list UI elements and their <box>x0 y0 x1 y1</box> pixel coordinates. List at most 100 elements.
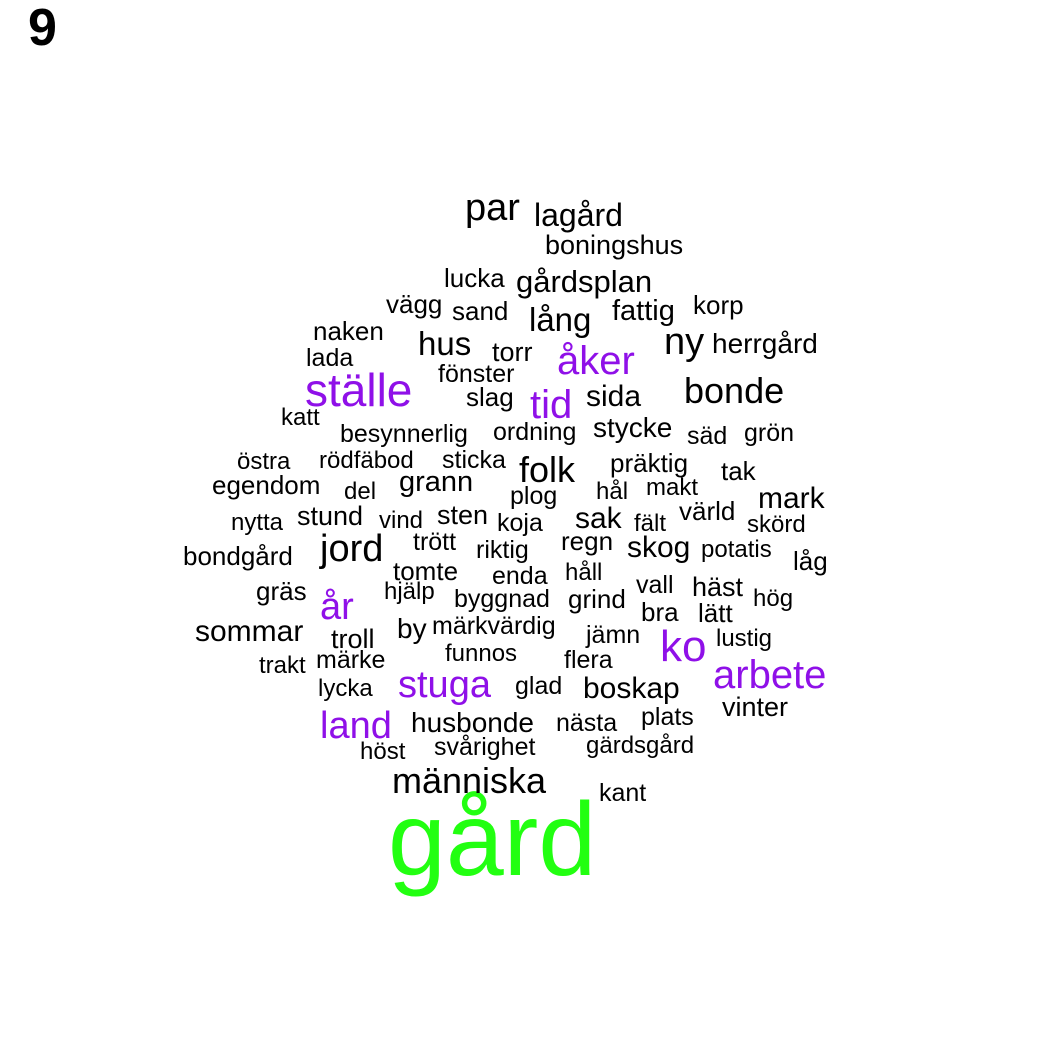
word-normal: fönster <box>438 360 515 388</box>
word-high: land <box>320 705 392 747</box>
word-normal: sommar <box>195 615 304 648</box>
word-normal: jord <box>320 528 384 570</box>
word-normal: östra <box>237 448 291 475</box>
word-normal: husbonde <box>411 707 535 738</box>
word-normal: folk <box>519 449 576 490</box>
word-normal: trakt <box>259 652 306 679</box>
word-normal: gräs <box>256 576 307 606</box>
word-normal: flera <box>564 646 613 674</box>
word-normal: by <box>397 613 427 644</box>
word-normal: hjälp <box>384 578 435 605</box>
word-normal: bra <box>641 597 679 627</box>
word-normal: besynnerlig <box>340 420 468 448</box>
word-normal: riktig <box>476 536 529 564</box>
word-normal: enda <box>492 562 548 590</box>
word-normal: herrgård <box>712 328 818 359</box>
word-normal: ny <box>664 321 705 363</box>
word-normal: grind <box>568 584 626 614</box>
word-normal: svårighet <box>434 733 536 761</box>
word-normal: sten <box>437 500 489 530</box>
word-normal: sak <box>575 502 622 535</box>
word-normal: vall <box>636 571 674 599</box>
word-normal: plats <box>641 703 694 731</box>
word-normal: katt <box>281 404 320 431</box>
word-normal: skörd <box>747 511 806 538</box>
word-normal: hus <box>418 325 472 362</box>
word-normal: plog <box>510 482 558 510</box>
word-normal: del <box>344 478 377 505</box>
word-normal: torr <box>492 337 533 367</box>
word-normal: stycke <box>593 412 673 443</box>
word-high: arbete <box>713 653 827 697</box>
word-normal: värld <box>679 496 736 526</box>
word-normal: boningshus <box>545 230 684 260</box>
word-normal: stund <box>297 501 364 531</box>
word-high: ko <box>660 622 707 671</box>
word-normal: märke <box>316 646 386 674</box>
word-high: år <box>320 586 354 628</box>
word-normal: håll <box>565 559 603 586</box>
word-normal: rödfäbod <box>319 447 414 474</box>
word-normal: naken <box>313 316 384 346</box>
word-normal: lucka <box>444 263 505 293</box>
word-normal: hög <box>753 585 794 612</box>
word-normal: tak <box>721 456 756 486</box>
word-normal: sida <box>586 380 642 413</box>
word-normal: funnos <box>445 640 518 667</box>
word-normal: tomte <box>393 556 459 586</box>
word-normal: lagård <box>534 197 623 233</box>
word-normal: grön <box>744 419 795 447</box>
word-normal: människa <box>392 760 547 801</box>
word-high: tid <box>530 383 573 427</box>
word-normal: mark <box>758 482 825 515</box>
word-normal: kant <box>599 779 647 807</box>
word-normal: ordning <box>493 418 577 446</box>
word-normal: egendom <box>212 470 321 500</box>
word-normal: byggnad <box>454 585 550 613</box>
word-normal: fattig <box>612 295 675 327</box>
word-normal: gärdsgård <box>586 732 695 759</box>
word-normal: lada <box>306 344 354 372</box>
word-normal: höst <box>360 738 406 765</box>
panel-label: 9 <box>28 0 57 57</box>
word-normal: lätt <box>698 598 733 628</box>
word-normal: bonde <box>684 370 785 411</box>
word-high: åker <box>557 339 635 383</box>
word-normal: skog <box>627 531 691 564</box>
word-normal: präktig <box>610 448 689 478</box>
word-normal: vinter <box>722 692 789 722</box>
word-normal: koja <box>497 509 543 537</box>
word-normal: häst <box>692 572 744 602</box>
word-normal: jämn <box>586 621 641 649</box>
word-normal: par <box>465 187 520 229</box>
word-normal: sand <box>452 296 509 326</box>
word-normal: grann <box>399 466 474 498</box>
word-normal: märkvärdig <box>432 612 556 640</box>
word-high: ställe <box>305 364 413 416</box>
word-top: gård <box>388 782 597 898</box>
word-normal: makt <box>646 474 699 501</box>
word-normal: regn <box>561 526 614 556</box>
word-normal: lång <box>529 301 592 338</box>
word-normal: troll <box>331 624 375 654</box>
word-normal: fält <box>634 510 667 537</box>
word-normal: lustig <box>716 625 773 652</box>
word-high: stuga <box>398 664 491 706</box>
word-normal: gårdsplan <box>516 264 653 299</box>
word-normal: hål <box>596 478 629 505</box>
word-normal: nytta <box>231 509 284 536</box>
word-normal: vägg <box>386 289 443 319</box>
word-normal: nästa <box>556 709 618 737</box>
word-normal: bondgård <box>183 541 293 571</box>
word-normal: glad <box>515 672 563 700</box>
word-normal: vind <box>379 507 424 534</box>
word-normal: låg <box>793 546 828 576</box>
word-normal: säd <box>687 422 728 450</box>
word-normal: korp <box>693 290 744 320</box>
word-normal: boskap <box>583 672 680 705</box>
word-normal: potatis <box>701 536 772 563</box>
word-normal: trött <box>413 528 457 556</box>
word-normal: lycka <box>318 675 373 702</box>
word-normal: sticka <box>442 446 506 474</box>
